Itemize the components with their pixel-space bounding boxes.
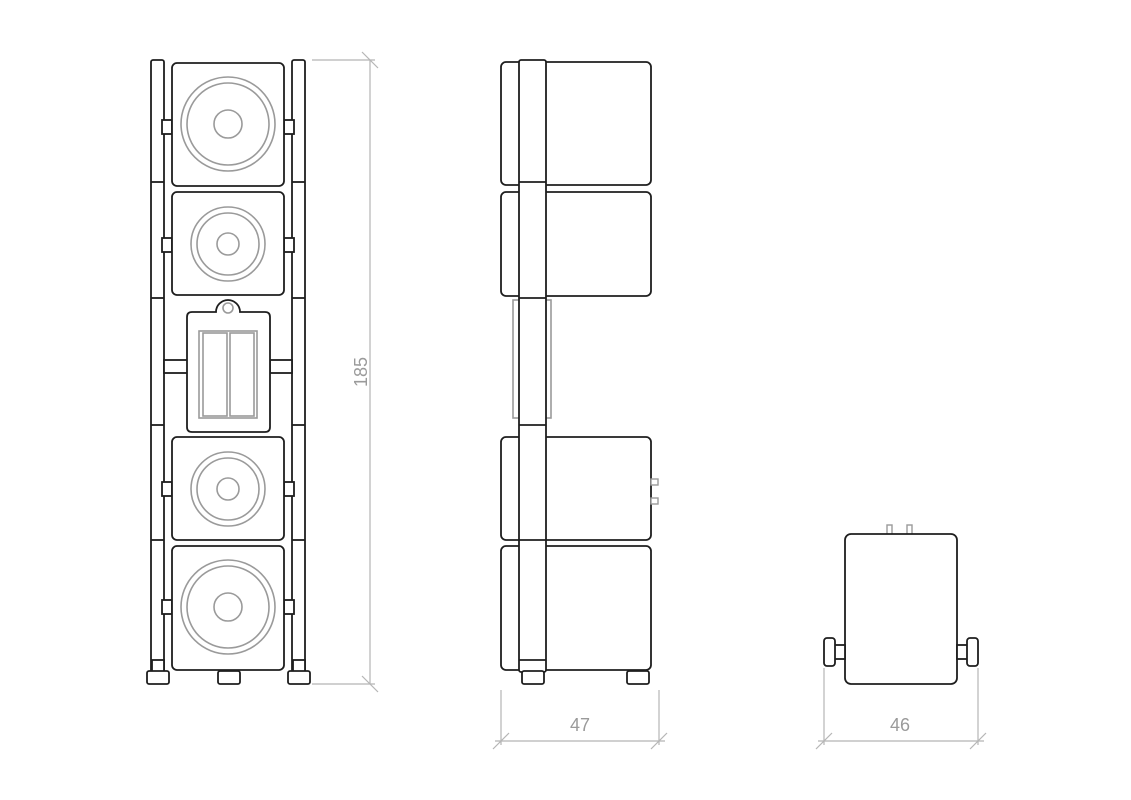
depth-label: 47 <box>570 715 590 735</box>
front-left-rail <box>150 59 165 673</box>
top-right-clamp-knob <box>966 637 979 667</box>
side-foot-rear <box>521 670 545 685</box>
width-label: 46 <box>890 715 910 735</box>
front-view <box>146 59 311 685</box>
side-post <box>518 59 547 673</box>
front-ribbon-module <box>163 299 293 433</box>
side-terminal-upper <box>650 478 659 486</box>
top-cabinet <box>844 533 958 685</box>
front-woofer-bottom <box>171 545 285 671</box>
height-dimension: 185 <box>312 51 379 693</box>
side-terminal-lower <box>650 497 659 505</box>
side-foot-front <box>626 670 650 685</box>
depth-dimension: 47 <box>492 690 668 750</box>
front-midrange-upper <box>171 191 285 296</box>
width-dimension: 46 <box>815 668 987 750</box>
front-right-rail <box>291 59 306 673</box>
front-feet <box>146 659 311 685</box>
top-view <box>823 524 979 685</box>
front-midrange-lower <box>171 436 285 541</box>
front-rail-clamps <box>151 119 305 615</box>
side-post-ticks <box>519 181 546 661</box>
top-left-clamp-knob <box>823 637 836 667</box>
front-woofer-top <box>171 62 285 187</box>
side-view <box>500 59 659 685</box>
height-label: 185 <box>351 357 371 387</box>
